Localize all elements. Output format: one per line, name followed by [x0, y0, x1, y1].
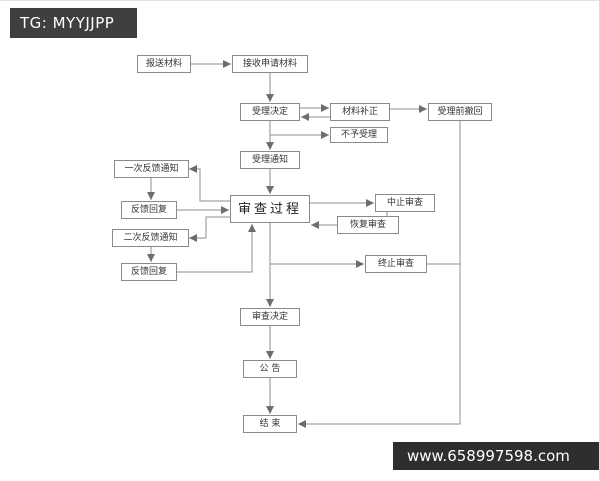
watermark-banner-bottom: www.658997598.com: [393, 442, 599, 470]
node-submit-materials: 报送材料: [137, 55, 191, 73]
node-review-process: 审查过程: [230, 195, 310, 223]
node-end: 结 束: [243, 415, 297, 433]
node-resume-review: 恢复审查: [337, 216, 399, 234]
watermark-text-top: TG: MYYJJPP: [20, 14, 115, 32]
node-receive-application: 接收申请材料: [232, 55, 308, 73]
node-not-accepted: 不予受理: [330, 127, 388, 143]
node-acceptance-decision: 受理决定: [240, 103, 300, 121]
node-suspend-review: 中止审查: [375, 194, 435, 212]
node-material-correction: 材料补正: [330, 103, 390, 121]
node-withdraw-before-acceptance: 受理前撤回: [428, 103, 492, 121]
node-feedback-reply-1: 反馈回复: [121, 201, 177, 219]
node-acceptance-notice: 受理通知: [240, 151, 300, 169]
node-announcement: 公 告: [243, 360, 297, 378]
node-terminate-review: 终止审查: [365, 255, 427, 273]
node-review-decision: 审查决定: [240, 308, 300, 326]
node-second-feedback-notice: 二次反馈通知: [112, 229, 189, 247]
watermark-banner-top: TG: MYYJJPP: [10, 8, 137, 38]
node-feedback-reply-2: 反馈回复: [121, 263, 177, 281]
node-first-feedback-notice: 一次反馈通知: [114, 160, 189, 178]
watermark-text-bottom: www.658997598.com: [407, 447, 570, 465]
